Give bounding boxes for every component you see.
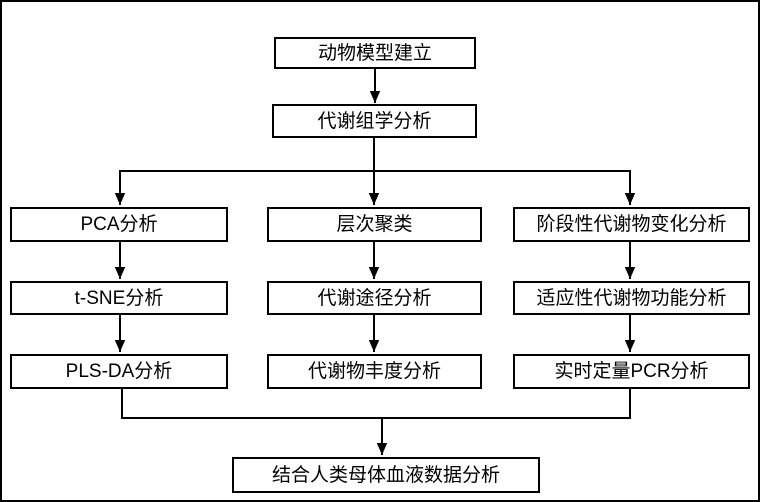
node-label: 结合人类母体血液数据分析: [271, 464, 500, 486]
node-label: 适应性代谢物功能分析: [536, 287, 727, 309]
node-label: 动物模型建立: [317, 42, 432, 64]
node-label: t-SNE分析: [74, 287, 164, 309]
node-hierarchical-clustering: 层次聚类: [267, 207, 482, 242]
node-label: 代谢途径分析: [317, 287, 432, 309]
node-plsda-analysis: PLS-DA分析: [10, 354, 228, 389]
node-combine-human-maternal-blood-data: 结合人类母体血液数据分析: [232, 457, 540, 493]
node-label: 代谢组学分析: [317, 110, 432, 132]
node-pca-analysis: PCA分析: [10, 207, 228, 242]
node-label: PCA分析: [80, 214, 158, 235]
node-label: PLS-DA分析: [65, 361, 173, 382]
node-stage-metabolite-change-analysis: 阶段性代谢物变化分析: [513, 207, 750, 242]
node-label: 代谢物丰度分析: [307, 361, 441, 382]
node-label: 实时定量PCR分析: [554, 361, 709, 382]
node-metabolomics-analysis: 代谢组学分析: [272, 104, 477, 138]
node-realtime-qpcr-analysis: 实时定量PCR分析: [513, 354, 750, 389]
node-label: 层次聚类: [336, 214, 413, 235]
node-label: 阶段性代谢物变化分析: [536, 214, 727, 235]
node-tsne-analysis: t-SNE分析: [10, 281, 228, 315]
node-adaptive-metabolite-function-analysis: 适应性代谢物功能分析: [513, 281, 750, 315]
node-metabolic-pathway-analysis: 代谢途径分析: [267, 281, 482, 315]
node-animal-model: 动物模型建立: [274, 37, 476, 69]
node-metabolite-abundance-analysis: 代谢物丰度分析: [267, 354, 482, 389]
